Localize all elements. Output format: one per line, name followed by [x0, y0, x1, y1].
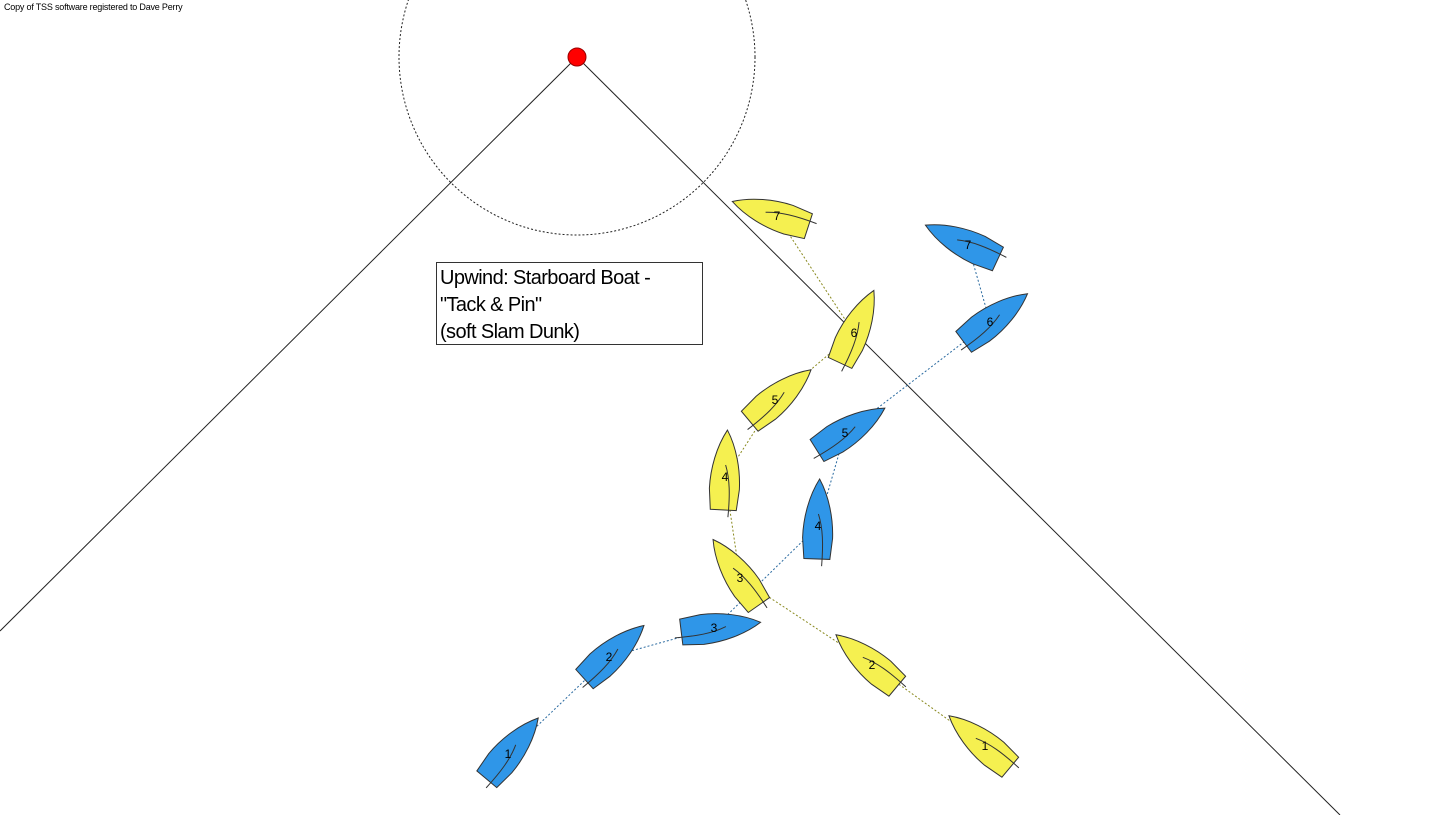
boat-hull: [924, 224, 1005, 272]
boat-number: 4: [722, 470, 729, 484]
blue-boat-6: 6: [955, 293, 1029, 353]
boat-number: 1: [982, 739, 989, 753]
blue-boat-1: 1: [476, 717, 539, 789]
boat-number: 7: [774, 209, 781, 223]
boat-sail: [841, 322, 860, 372]
boat-hull: [708, 429, 741, 512]
yellow-boat-2: 2: [835, 634, 907, 697]
yellow-boat-7: 7: [731, 198, 817, 240]
mark-zone-circle: [398, 0, 756, 236]
boat-number: 4: [815, 519, 822, 533]
caption-line-3: (soft Slam Dunk): [440, 321, 580, 343]
yellow-boat-1: 1: [948, 715, 1020, 778]
starboard-layline: [576, 56, 1341, 815]
yellow-boat-4: 4: [708, 429, 741, 518]
boats-layer: 1 2 3 4 5 6 7 1 2 3 4 5 6 7: [476, 198, 1029, 789]
blue-boat-2: 2: [575, 624, 645, 690]
boat-number: 2: [869, 658, 876, 672]
boat-sail: [975, 737, 1020, 769]
yellow-boat-5: 5: [740, 369, 812, 432]
registration-notice: Copy of TSS software registered to Dave …: [4, 2, 183, 12]
boat-sail: [674, 626, 727, 639]
boat-number: 2: [606, 650, 613, 664]
boat-hull: [955, 293, 1029, 353]
boat-hull: [679, 613, 762, 646]
boat-number: 1: [505, 747, 512, 761]
boat-hull: [476, 717, 539, 789]
boat-sail: [957, 239, 1007, 258]
boat-hull: [712, 538, 771, 614]
blue-boat-7: 7: [924, 224, 1007, 272]
boat-hull: [740, 369, 812, 432]
caption-line-2: "Tack & Pin": [440, 294, 542, 316]
boat-sail: [747, 392, 785, 430]
boat-hull: [731, 198, 814, 240]
windward-mark: [567, 47, 587, 67]
boat-hull: [827, 289, 875, 370]
boat-hull: [948, 715, 1020, 778]
boat-sail: [817, 513, 824, 567]
boat-hull: [802, 478, 834, 560]
boat-sail: [765, 211, 817, 225]
boat-hull: [835, 634, 907, 697]
boat-sail: [582, 648, 619, 688]
blue-boat-3: 3: [674, 613, 762, 646]
port-layline: [0, 56, 578, 632]
boat-sail: [485, 744, 517, 789]
yellow-boat-6: 6: [827, 289, 875, 372]
boat-number: 3: [737, 571, 744, 585]
boat-sail: [862, 656, 907, 688]
yellow-boat-3: 3: [712, 538, 771, 614]
boat-number: 5: [772, 393, 779, 407]
boat-sail: [725, 464, 730, 518]
boat-number: 6: [851, 326, 858, 340]
diagram-caption: Upwind: Starboard Boat - "Tack & Pin" (s…: [436, 262, 703, 345]
boat-number: 5: [842, 426, 849, 440]
boat-number: 3: [711, 621, 718, 635]
blue-boat-4: 4: [802, 478, 834, 567]
boat-number: 6: [987, 315, 994, 329]
boat-hull: [575, 624, 645, 690]
boat-sail: [813, 426, 856, 459]
boat-sail: [960, 314, 1001, 351]
boat-sail: [732, 567, 768, 609]
blue-boat-5: 5: [809, 407, 886, 463]
boat-number: 7: [965, 238, 972, 252]
caption-line-1: Upwind: Starboard Boat -: [440, 267, 651, 289]
